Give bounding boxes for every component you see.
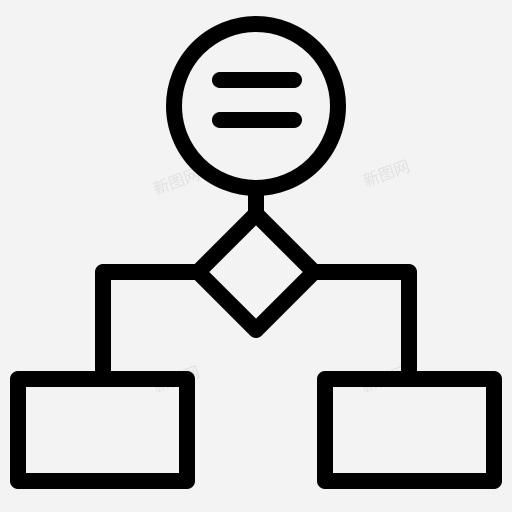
- connector-right: [306, 264, 417, 380]
- start-node-circle: [166, 16, 346, 196]
- process-box-right: [317, 371, 502, 489]
- decision-diamond: [190, 206, 322, 338]
- connector-left: [95, 264, 206, 380]
- process-box-left: [10, 371, 195, 489]
